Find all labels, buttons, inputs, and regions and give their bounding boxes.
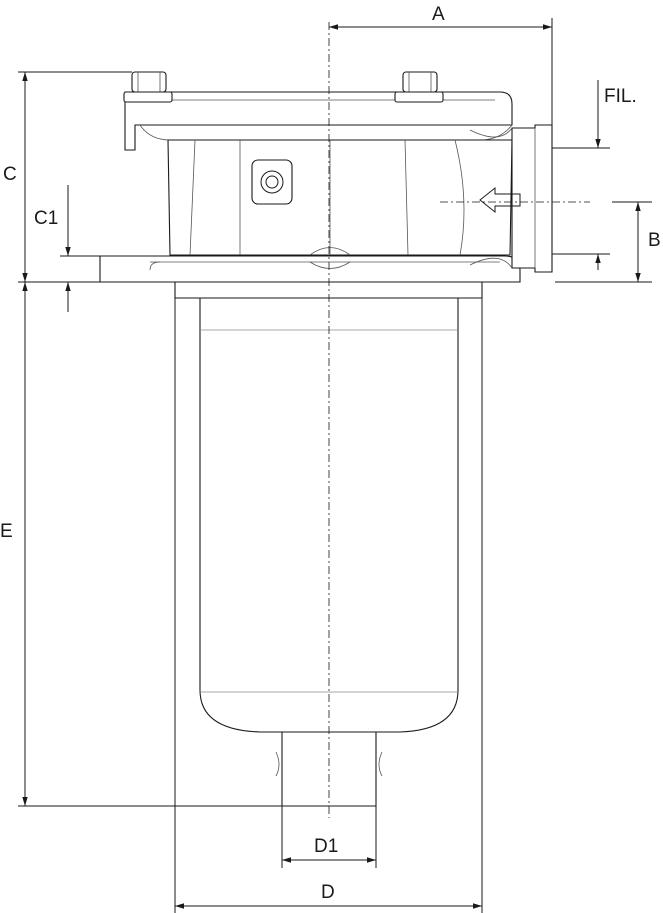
label-a: A <box>432 4 445 25</box>
dimension-c1: C1 <box>34 185 100 312</box>
flow-arrow-icon <box>479 186 521 214</box>
side-plug-icon <box>251 159 293 205</box>
right-bolt <box>394 71 444 103</box>
label-e: E <box>0 521 13 542</box>
label-b: B <box>648 230 661 251</box>
dimension-fil: FIL. <box>552 80 637 270</box>
dimension-a: A <box>329 4 553 125</box>
filter-bowl <box>174 281 483 807</box>
dimension-c: C <box>3 71 132 283</box>
label-d1: D1 <box>314 836 338 857</box>
label-c: C <box>3 164 17 185</box>
label-fil: FIL. <box>604 86 637 107</box>
dimension-d1: D1 <box>281 806 377 868</box>
dimension-e: E <box>0 282 282 807</box>
filter-head <box>99 91 553 283</box>
label-d: D <box>321 882 335 903</box>
dimension-b: B <box>555 201 661 283</box>
label-c1: C1 <box>34 208 58 229</box>
dimension-d: D <box>174 298 483 913</box>
left-bolt <box>123 71 173 103</box>
